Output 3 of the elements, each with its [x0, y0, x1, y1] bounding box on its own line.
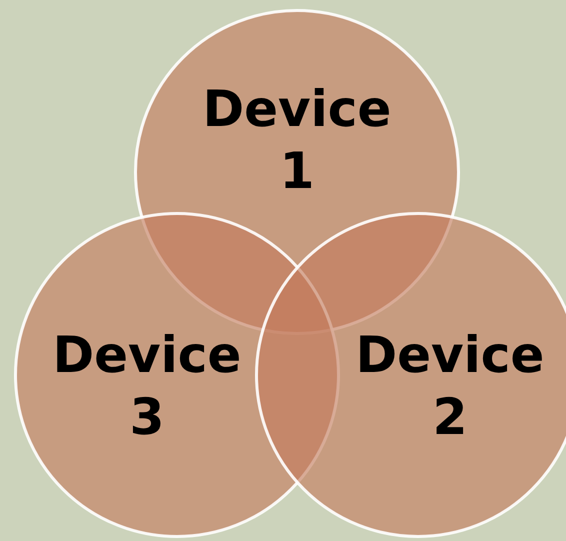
circle-label: Device 1 — [202, 79, 392, 202]
circle-label: Device 2 — [354, 325, 546, 448]
circle-label: Device 3 — [52, 325, 242, 448]
